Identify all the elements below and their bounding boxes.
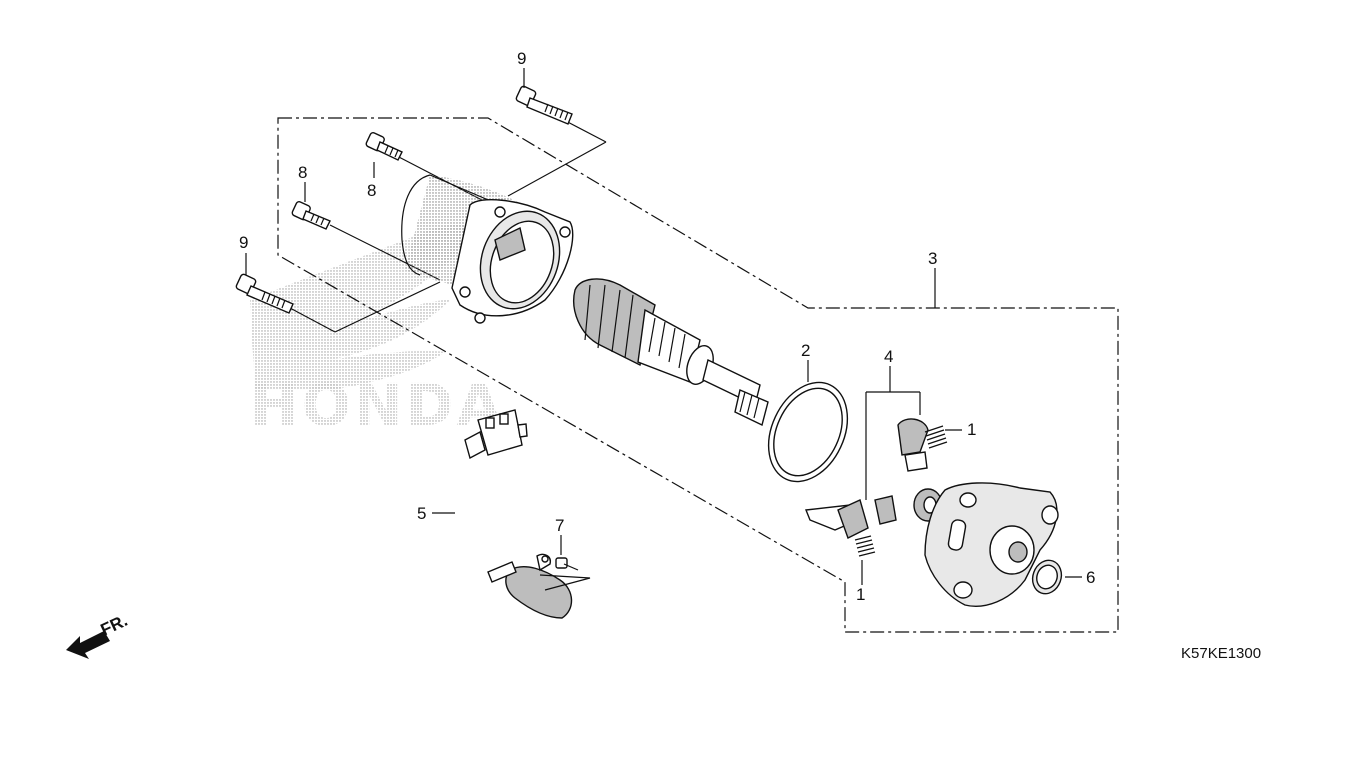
- o-ring: [767, 381, 849, 483]
- callout-8-upper: 8: [367, 181, 376, 200]
- callout-7: 7: [555, 516, 564, 535]
- brush-holder: [805, 418, 929, 539]
- callout-4: 4: [884, 347, 893, 366]
- callout-3: 3: [928, 249, 937, 268]
- armature: [573, 278, 769, 426]
- starter-cable: [456, 409, 573, 619]
- bolt-9-top: [515, 85, 573, 125]
- motor-housing: [401, 174, 574, 324]
- assembly-outline: [277, 117, 1119, 633]
- screw-7: [539, 557, 591, 591]
- callout-6: 6: [1086, 568, 1095, 587]
- spring-lower: [854, 535, 876, 585]
- callout-1-lower: 1: [856, 585, 865, 604]
- callout-5: 5: [417, 504, 426, 523]
- callout-2: 2: [801, 341, 810, 360]
- bolt-9-left: [235, 273, 294, 314]
- honda-watermark-text: HONDA: [250, 371, 504, 439]
- bolt-8-left: [291, 200, 331, 230]
- callout-leaders: [245, 68, 1082, 578]
- seal-ring: [1031, 559, 1063, 595]
- callout-8-left: 8: [298, 163, 307, 182]
- diagram-code: K57KE1300: [1181, 645, 1261, 662]
- callout-9-left: 9: [239, 233, 248, 252]
- callout-1-upper: 1: [967, 420, 976, 439]
- end-cover: [924, 482, 1059, 607]
- bolt-8-upper: [365, 131, 403, 161]
- callout-9-top: 9: [517, 49, 526, 68]
- spring-upper: [924, 425, 962, 449]
- front-arrow-icon: FR.: [66, 611, 131, 659]
